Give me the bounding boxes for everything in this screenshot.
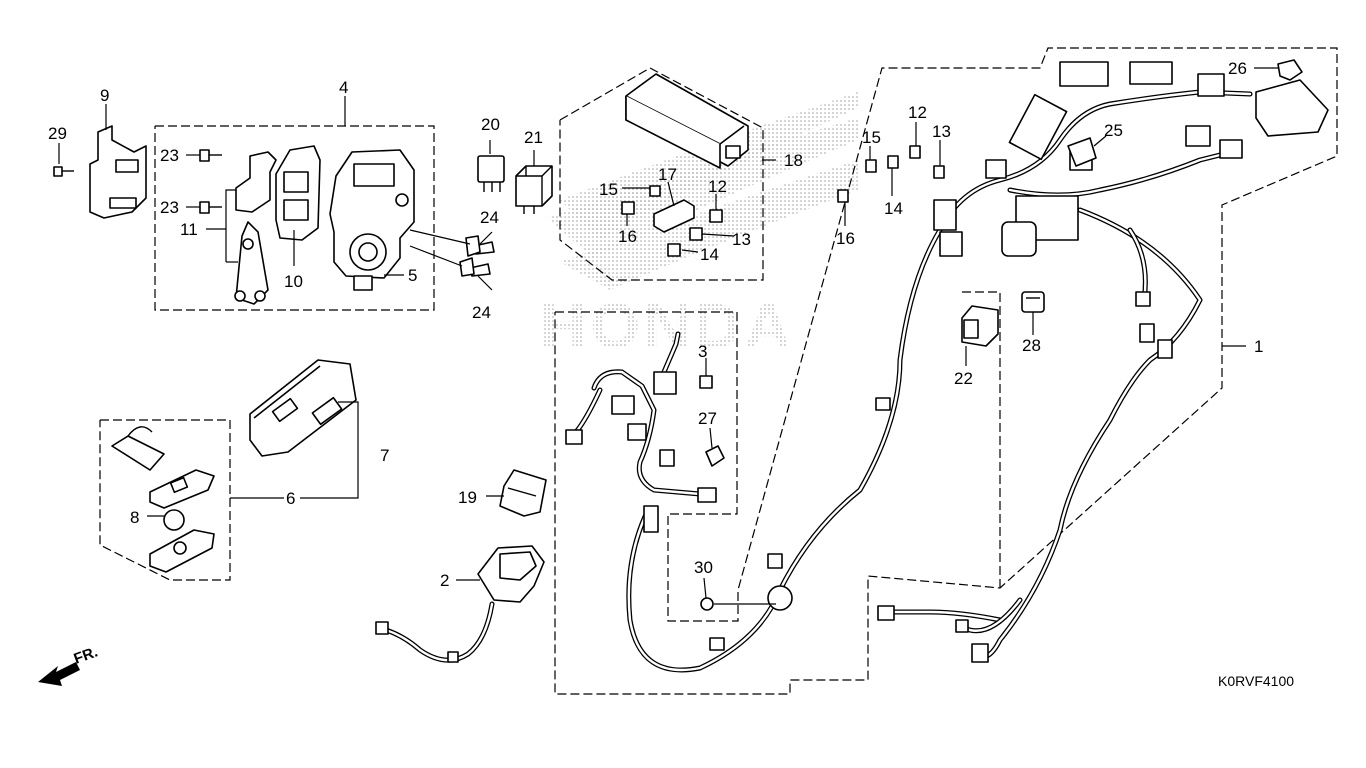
label-12-spare: 12 bbox=[908, 103, 927, 122]
relay-20 bbox=[477, 155, 505, 192]
label-29: 29 bbox=[48, 124, 67, 143]
leader-lines bbox=[58, 67, 1278, 605]
front-arrow-icon bbox=[38, 662, 80, 686]
label-15-box: 15 bbox=[599, 180, 618, 199]
small-fuses-box bbox=[621, 185, 723, 257]
label-4: 4 bbox=[339, 78, 348, 97]
clip-26 bbox=[1277, 59, 1303, 81]
label-23-upper: 23 bbox=[160, 146, 179, 165]
connector-25 bbox=[1067, 137, 1097, 167]
label-16-box: 16 bbox=[618, 227, 637, 246]
label-5: 5 bbox=[408, 266, 417, 285]
label-20: 20 bbox=[481, 115, 500, 134]
fuse-box-18 bbox=[625, 73, 749, 169]
label-24-upper: 24 bbox=[480, 208, 499, 227]
bracket-9 bbox=[89, 125, 147, 219]
label-19: 19 bbox=[458, 488, 477, 507]
label-18: 18 bbox=[784, 151, 803, 170]
connector-28 bbox=[1021, 291, 1045, 313]
label-21: 21 bbox=[524, 128, 543, 147]
sub-harness-2 bbox=[375, 545, 545, 663]
label-23-lower: 23 bbox=[160, 198, 179, 217]
switch-22 bbox=[961, 305, 999, 347]
grommet-30 bbox=[700, 597, 714, 611]
key-fob-6 bbox=[111, 426, 215, 573]
callout-labels: 1 2 3 4 5 6 7 8 9 10 11 12 12 13 13 14 1… bbox=[48, 59, 1263, 590]
label-10: 10 bbox=[284, 272, 303, 291]
harness-sub-3-27 bbox=[565, 331, 725, 503]
label-12-box: 12 bbox=[708, 177, 727, 196]
switch-plate-10 bbox=[275, 145, 321, 241]
spare-fuses bbox=[837, 145, 945, 203]
label-1: 1 bbox=[1254, 337, 1263, 356]
label-17: 17 bbox=[658, 165, 677, 184]
smart-unit-5 bbox=[329, 149, 415, 291]
label-14-spare: 14 bbox=[884, 199, 903, 218]
label-15-spare: 15 bbox=[862, 128, 881, 147]
label-13-spare: 13 bbox=[932, 122, 951, 141]
key-cylinder-11 bbox=[234, 151, 277, 305]
label-24-lower: 24 bbox=[472, 303, 491, 322]
label-6: 6 bbox=[286, 489, 295, 508]
label-22: 22 bbox=[954, 369, 973, 388]
label-11: 11 bbox=[180, 220, 198, 239]
label-28: 28 bbox=[1022, 336, 1041, 355]
main-harness-1 bbox=[626, 61, 1329, 673]
label-27: 27 bbox=[698, 409, 717, 428]
group-outlines bbox=[99, 47, 1338, 695]
label-9: 9 bbox=[100, 86, 109, 105]
label-14-box: 14 bbox=[700, 245, 719, 264]
diagram-code: K0RVF4100 bbox=[1218, 673, 1294, 689]
label-25: 25 bbox=[1104, 121, 1123, 140]
connector-19 bbox=[499, 469, 547, 517]
front-direction-indicator: FR. bbox=[38, 644, 100, 686]
screw-29 bbox=[53, 166, 74, 177]
relay-21 bbox=[515, 165, 553, 214]
front-label: FR. bbox=[72, 644, 101, 668]
label-7: 7 bbox=[380, 446, 389, 465]
screws-23 bbox=[199, 149, 222, 214]
label-26: 26 bbox=[1228, 59, 1247, 78]
label-13-box: 13 bbox=[732, 230, 751, 249]
label-3: 3 bbox=[698, 342, 707, 361]
fuse-holder-17 bbox=[653, 199, 695, 233]
screws-24 bbox=[459, 235, 495, 277]
label-8: 8 bbox=[130, 508, 139, 527]
honda-watermark-text: HONDA bbox=[540, 290, 795, 362]
label-16-spare: 16 bbox=[836, 229, 855, 248]
label-30: 30 bbox=[694, 558, 713, 577]
smart-key-7 bbox=[249, 359, 357, 457]
label-2: 2 bbox=[440, 571, 449, 590]
